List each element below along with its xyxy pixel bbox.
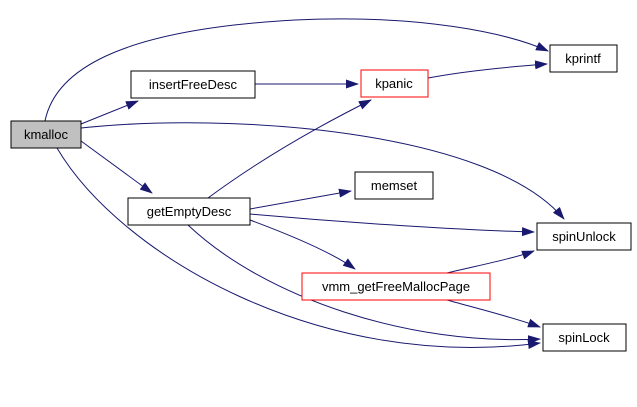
node-kmalloc-label: kmalloc bbox=[24, 127, 69, 142]
node-spinLock-box[interactable] bbox=[542, 323, 627, 352]
edge-getEmptyDesc-to-spinLock bbox=[187, 224, 541, 345]
node-kpanic-box[interactable] bbox=[360, 69, 429, 98]
edge-kmalloc-to-spinUnlock bbox=[80, 122, 565, 220]
edge-getEmptyDesc-to-spinUnlock bbox=[249, 213, 535, 237]
node-getEmptyDesc[interactable]: getEmptyDesc bbox=[127, 197, 251, 226]
edge-vmm_getFreeMallocPage-to-spinLock bbox=[446, 299, 541, 328]
node-kmalloc-box[interactable] bbox=[10, 120, 82, 149]
node-spinUnlock-label: spinUnlock bbox=[552, 229, 616, 244]
node-vmm_getFreeMallocPage-label: vmm_getFreeMallocPage bbox=[322, 279, 470, 294]
edges bbox=[44, 18, 565, 350]
edge-getEmptyDesc-to-memset bbox=[249, 188, 352, 210]
node-vmm_getFreeMallocPage[interactable]: vmm_getFreeMallocPage bbox=[301, 272, 491, 301]
edge-kmalloc-to-insertFreeDesc bbox=[80, 100, 139, 125]
node-spinUnlock-box[interactable] bbox=[536, 222, 632, 251]
node-insertFreeDesc-box[interactable] bbox=[130, 70, 256, 99]
edge-kpanic-to-kprintf bbox=[427, 60, 548, 79]
node-memset-box[interactable] bbox=[354, 171, 434, 200]
node-kprintf[interactable]: kprintf bbox=[549, 44, 618, 73]
node-kmalloc[interactable]: kmalloc bbox=[10, 120, 82, 149]
node-kpanic-label: kpanic bbox=[375, 76, 413, 91]
node-memset-label: memset bbox=[371, 178, 418, 193]
node-kprintf-box[interactable] bbox=[549, 44, 618, 73]
node-kpanic[interactable]: kpanic bbox=[360, 69, 429, 98]
node-insertFreeDesc[interactable]: insertFreeDesc bbox=[130, 70, 256, 99]
edge-getEmptyDesc-to-vmm_getFreeMallocPage bbox=[249, 219, 356, 270]
node-spinLock[interactable]: spinLock bbox=[542, 323, 627, 352]
edge-getEmptyDesc-to-kpanic bbox=[207, 99, 372, 199]
node-getEmptyDesc-label: getEmptyDesc bbox=[147, 204, 232, 219]
node-spinUnlock[interactable]: spinUnlock bbox=[536, 222, 632, 251]
node-spinLock-label: spinLock bbox=[558, 330, 610, 345]
node-insertFreeDesc-label: insertFreeDesc bbox=[149, 77, 238, 92]
node-kprintf-label: kprintf bbox=[565, 51, 601, 66]
edge-vmm_getFreeMallocPage-to-spinUnlock bbox=[446, 250, 535, 274]
edge-kmalloc-to-kprintf bbox=[44, 18, 549, 122]
node-vmm_getFreeMallocPage-box[interactable] bbox=[301, 272, 491, 301]
node-memset[interactable]: memset bbox=[354, 171, 434, 200]
node-getEmptyDesc-box[interactable] bbox=[127, 197, 251, 226]
edge-kmalloc-to-spinLock bbox=[56, 147, 541, 350]
edge-kmalloc-to-getEmptyDesc bbox=[80, 140, 153, 194]
